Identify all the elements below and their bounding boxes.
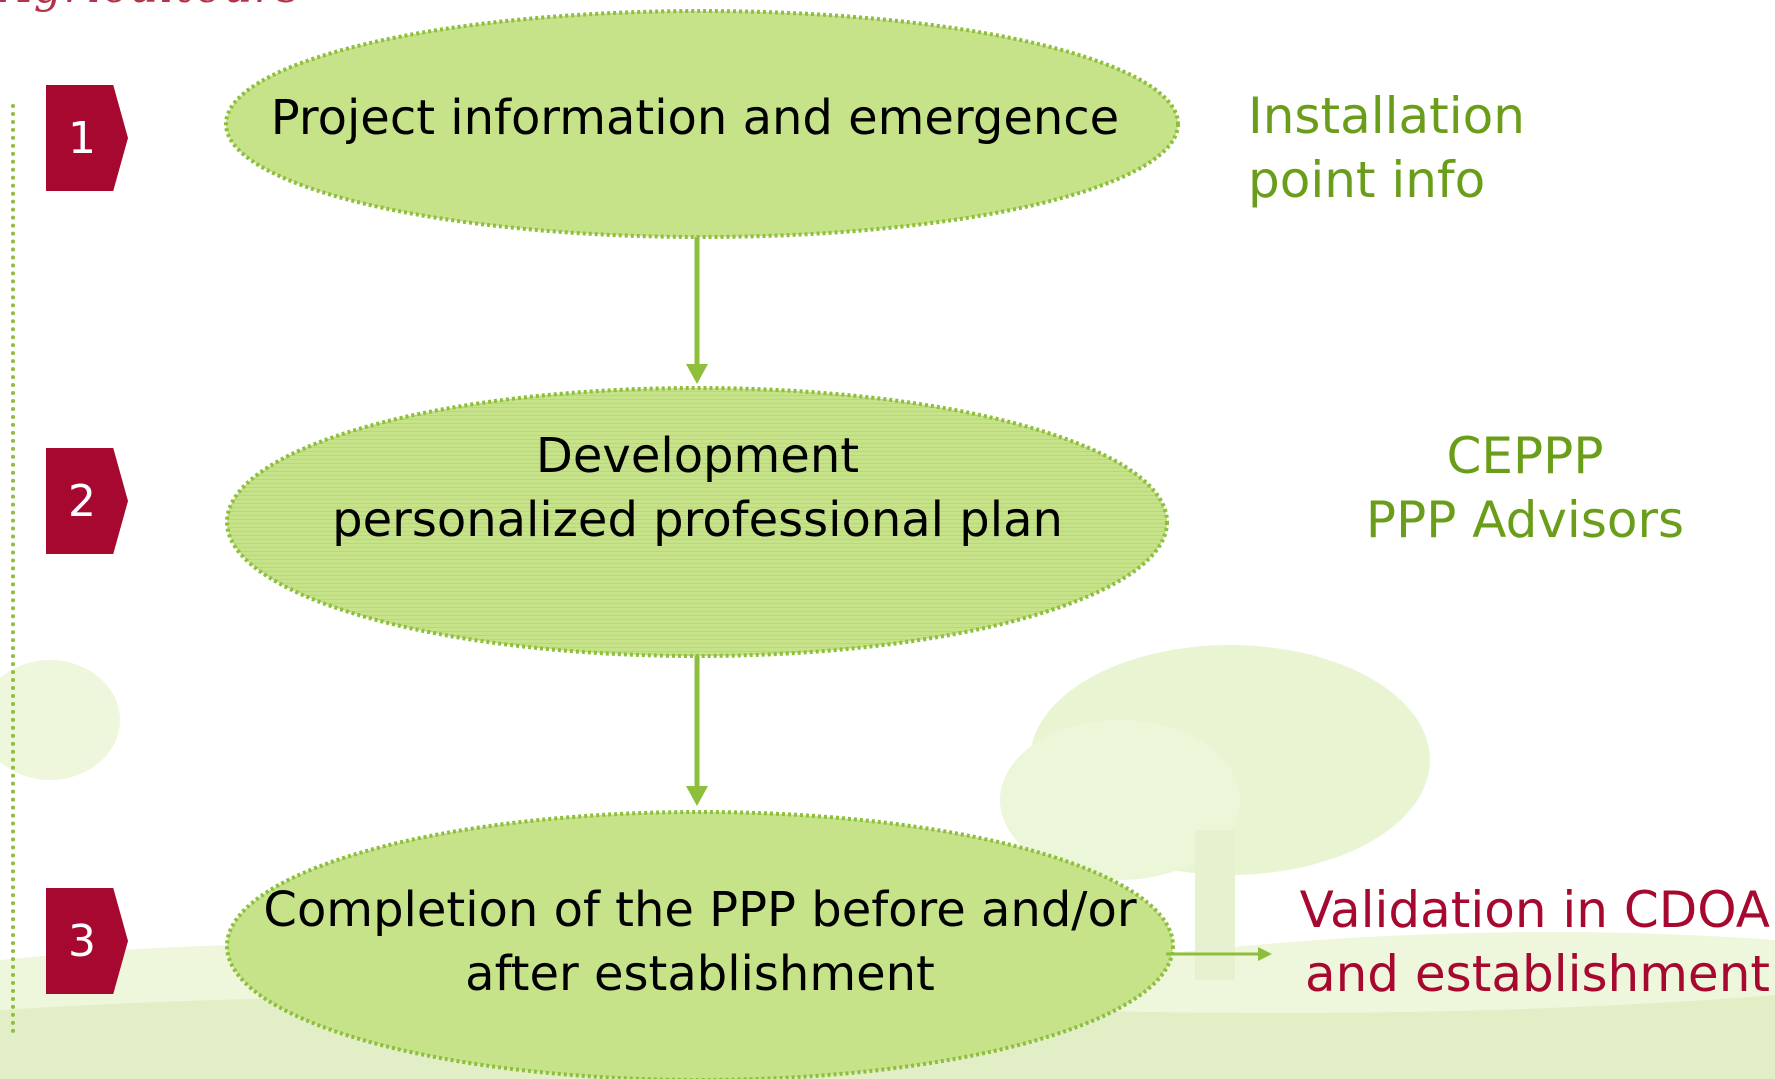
step-number-3: 3 bbox=[68, 915, 96, 967]
actor-1-line-2: point info bbox=[1248, 151, 1486, 209]
actor-label-1: Installation point info bbox=[1248, 84, 1525, 212]
outcome-line-2: and establishment bbox=[1304, 945, 1770, 1003]
stage-3-text: Completion of the PPP before and/or afte… bbox=[210, 878, 1190, 1006]
arrowhead-3-to-validation bbox=[1258, 947, 1272, 961]
actor-1-line-1: Installation bbox=[1248, 87, 1525, 145]
actor-2-line-2: PPP Advisors bbox=[1365, 491, 1685, 549]
actor-2-line-1: CEPPP bbox=[1446, 427, 1604, 485]
outcome-line-1: Validation in CDOA bbox=[1299, 881, 1770, 939]
step-number-badge-3: 3 bbox=[46, 888, 128, 994]
timeline-dotted-line bbox=[11, 104, 15, 1034]
step-number-2: 2 bbox=[68, 475, 96, 527]
arrowhead-1-to-2 bbox=[686, 364, 708, 384]
stage-1-line-1: Project information and emergence bbox=[270, 90, 1120, 146]
stage-ellipse-1 bbox=[224, 9, 1180, 239]
logo: Agriculteurs bbox=[0, 0, 340, 22]
stage-3-line-1: Completion of the PPP before and/or bbox=[263, 882, 1137, 938]
step-number-badge-2: 2 bbox=[46, 448, 128, 554]
stage-1-text: Project information and emergence bbox=[200, 86, 1190, 150]
stage-2-line-2: personalized professional plan bbox=[332, 492, 1063, 548]
stage-2-text: Development personalized professional pl… bbox=[230, 424, 1165, 552]
stage-2-line-1: Development bbox=[535, 428, 860, 484]
arrowhead-2-to-3 bbox=[686, 786, 708, 806]
stage-3-line-2: after establishment bbox=[465, 946, 935, 1002]
step-number-1: 1 bbox=[68, 112, 96, 164]
stage-ellipse-3 bbox=[225, 810, 1175, 1079]
logo-text: Agriculteurs bbox=[0, 0, 302, 13]
actor-label-2: CEPPP PPP Advisors bbox=[1340, 424, 1710, 552]
step-number-badge-1: 1 bbox=[46, 85, 128, 191]
outcome-label: Validation in CDOA and establishment bbox=[1250, 878, 1770, 1006]
